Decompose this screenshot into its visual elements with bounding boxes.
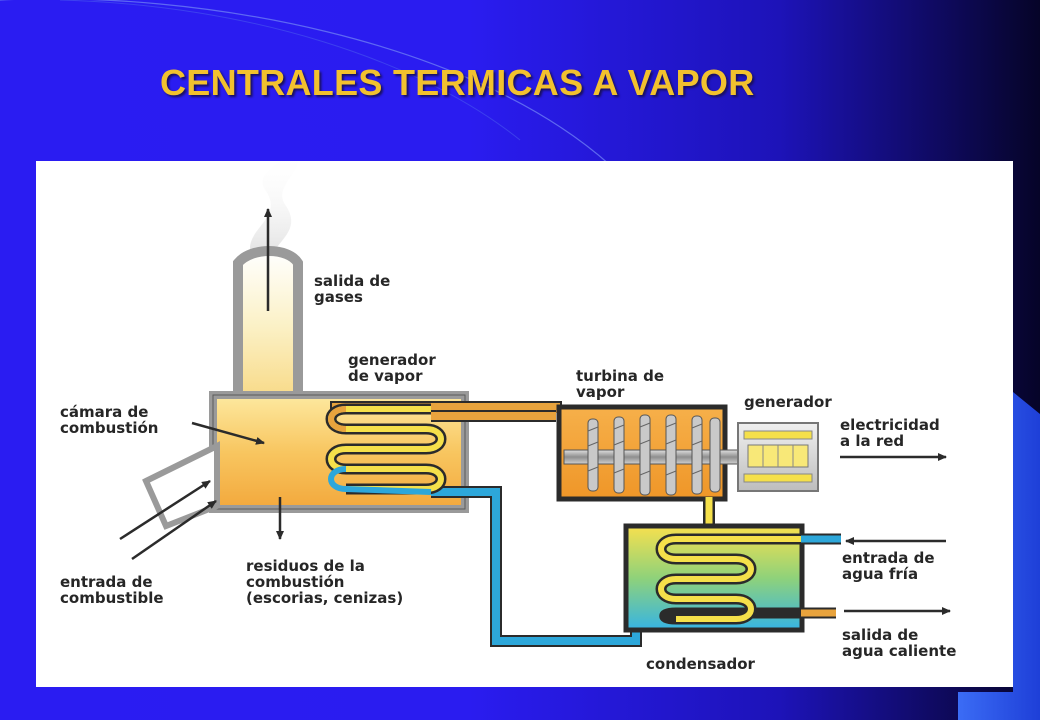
slide-title: CENTRALES TERMICAS A VAPOR [160,62,755,103]
label-condenser: condensador [646,655,755,673]
label-hot-water-outlet: salida de agua caliente [842,626,957,660]
label-steam-generator: generador de vapor [348,351,436,385]
label-combustion-waste: residuos de la combustión (escorias, cen… [246,557,404,607]
return-water-pipe [431,486,642,647]
label-electricity: electricidad a la red [840,416,940,450]
condenser-coil [655,533,841,625]
smoke-plume [250,161,299,266]
label-gas-outlet: salida de gases [314,272,391,306]
fuel-arrow-2 [131,499,217,561]
chimney [238,251,298,401]
fuel-inlet-duct [142,441,220,530]
electric-generator [737,422,819,492]
label-generator: generador [744,393,832,411]
combustion-chamber-arrow [191,421,265,445]
label-cold-water-inlet: entrada de agua fría [842,549,935,583]
label-steam-turbine: turbina de vapor [576,367,665,401]
turbine-blades [587,414,721,496]
decorative-corner-shape [958,392,1040,720]
steam-coil [325,403,447,495]
label-combustion-chamber: cámara de combustión [60,403,159,437]
power-plant-diagram: salida de gases generador de vapor cámar… [36,161,1013,687]
diagram-graphics [119,161,951,647]
flow-arrows [119,208,951,615]
fuel-arrow-1 [119,479,211,541]
label-fuel-inlet: entrada de combustible [60,573,164,607]
